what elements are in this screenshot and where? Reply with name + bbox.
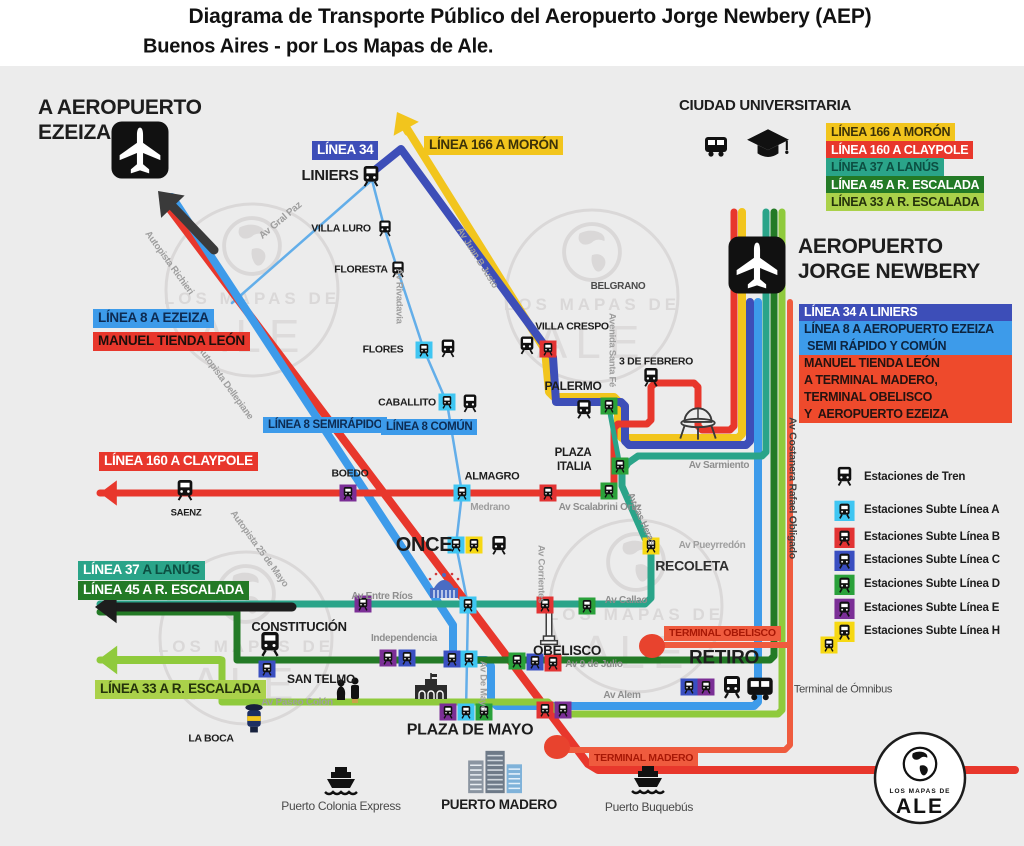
subte-D-station-icon xyxy=(578,597,596,615)
ferry-icon xyxy=(323,765,359,796)
route-linea-37-palermo xyxy=(607,410,622,464)
subte-D-station-icon xyxy=(600,397,618,415)
route-manuel-tienda-leon xyxy=(162,200,1019,774)
subte-B-station-icon xyxy=(536,596,554,614)
subte-D-station-icon xyxy=(475,703,493,721)
subte-H-station-icon xyxy=(465,536,483,554)
subte-C-station-icon xyxy=(443,650,461,668)
subte-B-station-icon xyxy=(536,701,554,719)
subte-A-station-icon xyxy=(415,341,433,359)
route-linea-37 xyxy=(96,208,770,608)
arrow-to-ezeiza xyxy=(168,202,219,255)
arrowhead-to-ezeiza xyxy=(158,191,185,218)
title-bar: Diagrama de Transporte Público del Aerop… xyxy=(0,0,1024,66)
train-station-icon xyxy=(362,165,380,188)
train-station-icon xyxy=(722,675,742,700)
svg-text:ALE: ALE xyxy=(581,626,692,678)
subte-A-station-icon xyxy=(459,596,477,614)
bus-icon xyxy=(705,137,727,157)
subte-E-station-icon xyxy=(379,649,397,667)
route-linea-45 xyxy=(96,208,778,664)
train-station-icon xyxy=(440,338,456,358)
watermark-globe-icon xyxy=(222,216,282,276)
train-station-icon xyxy=(576,399,592,420)
airport-icon xyxy=(728,236,786,294)
svg-text:LOS MAPAS DE: LOS MAPAS DE xyxy=(158,637,334,656)
subte-B-station-icon xyxy=(539,340,557,358)
subte-D-station-icon xyxy=(600,482,618,500)
svg-text:LOS MAPAS DE: LOS MAPAS DE xyxy=(890,788,951,795)
subte-C-station-icon xyxy=(398,649,416,667)
route-linea-33 xyxy=(96,208,786,718)
subte-A-station-icon xyxy=(453,484,471,502)
train-station-icon xyxy=(176,479,194,502)
terminal-dot xyxy=(639,634,665,658)
subte-E-station-icon xyxy=(554,701,572,719)
subte-D-station-icon xyxy=(611,457,629,475)
puerto-madero-buildings-icon xyxy=(467,750,523,794)
subte-A-station-icon xyxy=(460,650,478,668)
svg-text:ALE: ALE xyxy=(896,795,944,818)
watermark-globe-icon xyxy=(562,222,622,282)
route-mtl-madero xyxy=(565,299,793,753)
cabildo-icon xyxy=(414,673,448,700)
subte-E-station-icon xyxy=(697,678,715,696)
subte-C-station-icon xyxy=(680,678,698,696)
train-station-icon xyxy=(491,535,507,556)
page-subtitle: Buenos Aires - por Los Mapas de Ale. xyxy=(143,35,494,58)
subte-A-station-icon xyxy=(457,703,475,721)
la-boca-figure-icon xyxy=(245,704,263,733)
arrowhead-to-moron xyxy=(393,112,419,136)
arrowhead-to-escalada-33 xyxy=(98,645,118,675)
university-cap-icon xyxy=(746,128,790,159)
subte-B-station-icon xyxy=(539,484,557,502)
subte-D-station-icon xyxy=(508,652,526,670)
arrow-to-moron xyxy=(402,124,412,136)
subte-E-station-icon xyxy=(439,703,457,721)
svg-text:LOS MAPAS DE: LOS MAPAS DE xyxy=(504,295,680,314)
subte-B-station-icon xyxy=(544,654,562,672)
airport-icon xyxy=(111,121,169,179)
subte-H-station-icon xyxy=(820,636,838,654)
terminal-dot xyxy=(544,735,570,759)
route-linea-166 xyxy=(397,115,746,442)
arrowhead-to-lanus-escalada xyxy=(95,590,117,624)
svg-text:LOS MAPAS DE: LOS MAPAS DE xyxy=(164,289,340,308)
page-title: Diagrama de Transporte Público del Aerop… xyxy=(188,5,872,28)
subte-E-station-icon xyxy=(354,595,372,613)
subte-C-station-icon xyxy=(258,660,276,678)
route-linea-34 xyxy=(366,145,754,449)
subte-A-station-icon xyxy=(438,393,456,411)
train-station-icon xyxy=(462,393,478,413)
arrowhead-to-claypole xyxy=(100,480,117,506)
subte-A-station-icon xyxy=(447,536,465,554)
svg-text:LOS MAPAS DE: LOS MAPAS DE xyxy=(548,605,724,624)
subte-H-station-icon xyxy=(642,537,660,555)
subte-E-station-icon xyxy=(339,484,357,502)
subte-C-station-icon xyxy=(526,653,544,671)
